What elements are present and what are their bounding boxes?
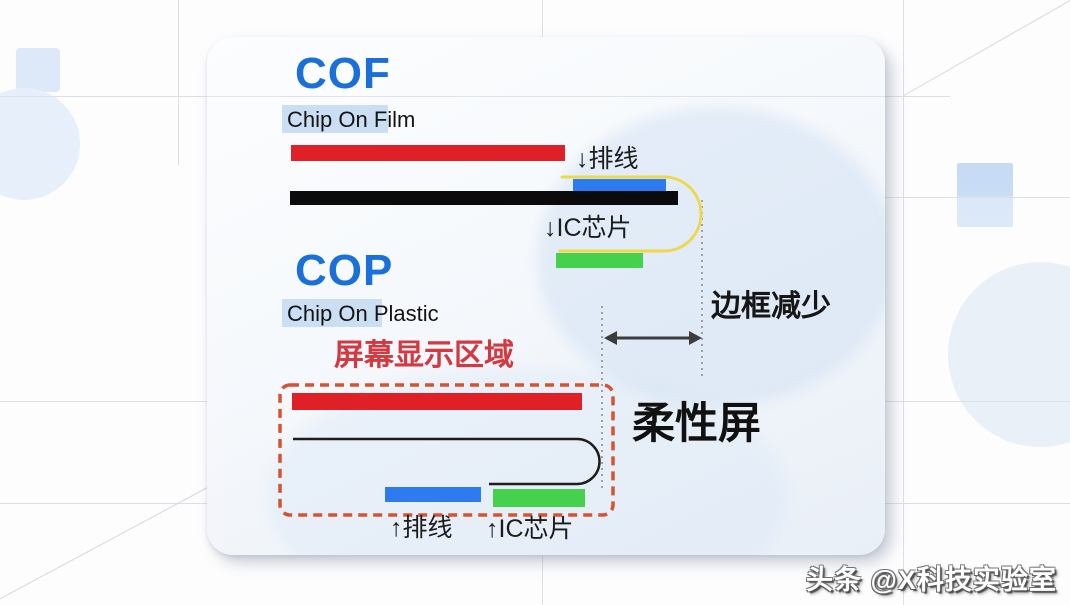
cop-ic-label: ↑IC芯片 bbox=[486, 515, 574, 543]
cop-subtitle: Chip On Plastic bbox=[287, 301, 439, 326]
cop-screen-bar bbox=[292, 393, 582, 410]
screen-area-label: 屏幕显示区域 bbox=[334, 339, 514, 372]
cof-cable-bar bbox=[573, 179, 666, 193]
cof-subtitle: Chip On Film bbox=[287, 107, 416, 132]
cop-subtitle-highlight bbox=[282, 299, 382, 327]
cop-ic-bar bbox=[493, 489, 585, 507]
flexible-screen-label: 柔性屏 bbox=[632, 400, 761, 448]
cof-substrate-bar bbox=[290, 191, 678, 205]
decor-square-top-left bbox=[16, 48, 60, 92]
cof-subtitle-highlight bbox=[282, 105, 388, 133]
folded-substrate-line bbox=[293, 437, 601, 486]
bezel-arrow bbox=[604, 331, 702, 345]
cop-title: COP bbox=[295, 246, 394, 295]
cof-ic-bar bbox=[556, 253, 643, 268]
cop-cable-label: ↑排线 bbox=[390, 514, 453, 542]
cof-title: COF bbox=[295, 49, 391, 98]
watermark: 头条 @X科技实验室 bbox=[806, 565, 1057, 595]
bezel-reduction-label: 边框减少 bbox=[711, 290, 831, 323]
cof-ic-label: ↓IC芯片 bbox=[544, 214, 632, 242]
cof-cable-label: ↓排线 bbox=[576, 145, 639, 173]
cof-screen-bar bbox=[291, 145, 565, 161]
decor-square-right bbox=[957, 163, 1013, 227]
cop-cable-bar bbox=[385, 487, 481, 502]
